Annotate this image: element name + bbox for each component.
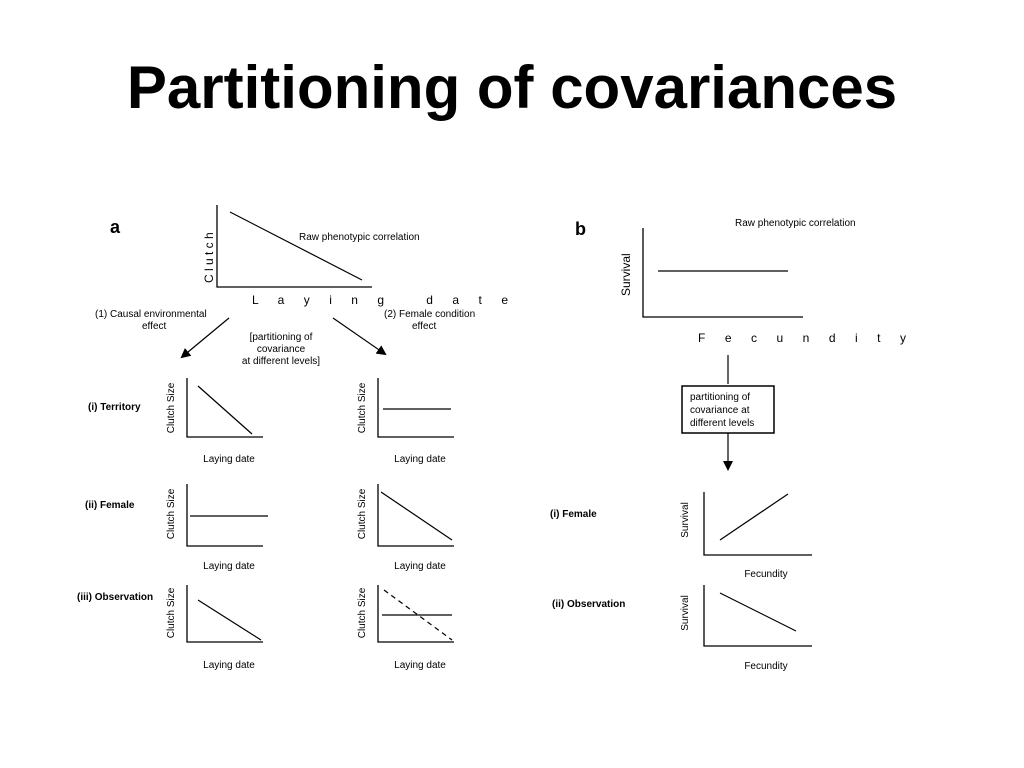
- panel-a-main-plot: Raw phenotypic correlation C l u t c h L…: [202, 205, 508, 307]
- panel-a-main-xlabel: L a y i n g d a t e: [252, 293, 508, 307]
- panel-b-main-axes: [642, 228, 803, 318]
- partition-box-line3: different levels: [690, 418, 754, 429]
- panel-a-main-trend-line: [229, 211, 363, 281]
- partition-box-line1: partitioning of: [690, 392, 750, 403]
- panel-b-main-ylabel: Survival: [619, 253, 633, 296]
- trend-line: [197, 385, 253, 435]
- small-plot-ylabel: Survival: [680, 595, 691, 631]
- small-plot-xlabel: Laying date: [394, 660, 446, 671]
- small-plot-ylabel: Clutch Size: [357, 488, 368, 539]
- panel-a-main-annotation: Raw phenotypic correlation: [299, 232, 420, 243]
- small-plot-axes: [377, 484, 454, 547]
- small-plot-axes: [703, 585, 812, 647]
- partition-box-line2: covariance at: [690, 405, 750, 416]
- small-plot-axes: [186, 378, 263, 438]
- small-plot-ylabel: Clutch Size: [166, 488, 177, 539]
- panel-b-main-xlabel: F e c u n d i t y: [698, 331, 906, 345]
- panel-b-letter: b: [575, 219, 586, 239]
- small-plot-xlabel: Laying date: [394, 561, 446, 572]
- row-label-observation: (iii) Observation: [77, 592, 153, 603]
- small-plot-axes: [186, 484, 263, 547]
- small-plot-xlabel: Laying date: [203, 561, 255, 572]
- small-plot-axes: [703, 492, 812, 556]
- branch-right-label-2: effect: [412, 321, 436, 332]
- trend-line: [719, 592, 797, 632]
- branch-left-label: (1) Causal environmental: [95, 309, 207, 320]
- slide-title: Partitioning of covariances: [126, 54, 898, 121]
- small-plot-xlabel: Laying date: [203, 454, 255, 465]
- row-label-observation-b: (ii) Observation: [552, 599, 625, 610]
- panel-a-main-ylabel: C l u t c h: [202, 232, 216, 283]
- branch-left-label-2: effect: [142, 321, 166, 332]
- small-plot-ylabel: Clutch Size: [166, 382, 177, 433]
- small-plot-ylabel: Clutch Size: [166, 587, 177, 638]
- arrow-left: [180, 317, 230, 359]
- panel-a-main-axes: [216, 205, 372, 288]
- trend-line: [197, 599, 262, 641]
- small-plot-xlabel: Laying date: [394, 454, 446, 465]
- partition-note-line2: covariance: [257, 344, 306, 355]
- small-plot-ylabel: Survival: [680, 502, 691, 538]
- trend-line: [719, 493, 789, 541]
- panel-b-main-annotation: Raw phenotypic correlation: [735, 218, 856, 229]
- partition-note-line3: at different levels]: [242, 356, 320, 367]
- panel-a-letter: a: [110, 217, 121, 237]
- small-plot-xlabel: Fecundity: [744, 661, 787, 672]
- arrow-right: [332, 317, 387, 356]
- small-plot-ylabel: Clutch Size: [357, 587, 368, 638]
- partition-box: [681, 385, 775, 434]
- small-plot-xlabel: Laying date: [203, 660, 255, 671]
- partition-note-line1: [partitioning of: [250, 332, 313, 343]
- row-label-female-b: (i) Female: [550, 509, 597, 520]
- row-label-territory: (i) Territory: [88, 402, 141, 413]
- trend-line: [380, 491, 453, 541]
- small-plot-axes: [377, 585, 454, 643]
- small-plot-axes: [186, 585, 263, 643]
- panel-b-main-plot: Raw phenotypic correlation Survival F e …: [619, 218, 906, 345]
- branch-right-label: (2) Female condition: [384, 309, 475, 320]
- small-plot-xlabel: Fecundity: [744, 569, 787, 580]
- small-plot-ylabel: Clutch Size: [357, 382, 368, 433]
- row-label-female: (ii) Female: [85, 500, 135, 511]
- small-plot-axes: [377, 378, 454, 438]
